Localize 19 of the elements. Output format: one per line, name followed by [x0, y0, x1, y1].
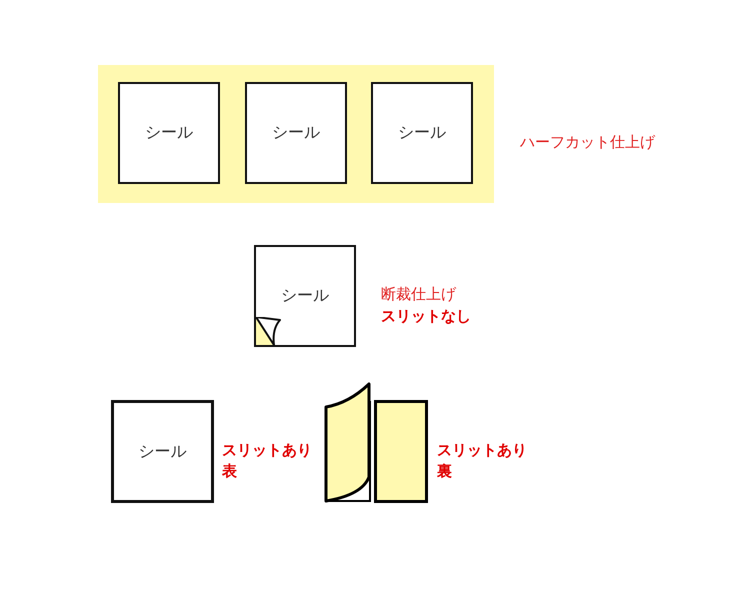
sticker-label: シール — [280, 286, 330, 306]
finish-caption: 断裁仕上げ — [381, 285, 456, 304]
finish-caption: スリットなし — [381, 307, 471, 326]
finish-caption: スリットあり — [437, 441, 527, 460]
sticker-label: シール — [138, 441, 188, 462]
sticker-label: シール — [144, 122, 194, 144]
sticker-label: シール — [271, 122, 321, 144]
sticker-label: シール — [397, 122, 447, 144]
backing-sheet — [98, 65, 494, 203]
finish-caption: 裏 — [437, 462, 452, 481]
sticker — [245, 82, 347, 184]
slit-sticker-back-drawing — [324, 381, 429, 503]
finish-caption: 表 — [222, 462, 237, 481]
sticker — [118, 82, 220, 184]
sticker-with-peeled-corner — [254, 245, 356, 347]
finish-caption: ハーフカット仕上げ — [520, 133, 655, 152]
sticker — [111, 400, 214, 503]
finish-caption: スリットあり — [222, 441, 312, 460]
sticker — [371, 82, 473, 184]
